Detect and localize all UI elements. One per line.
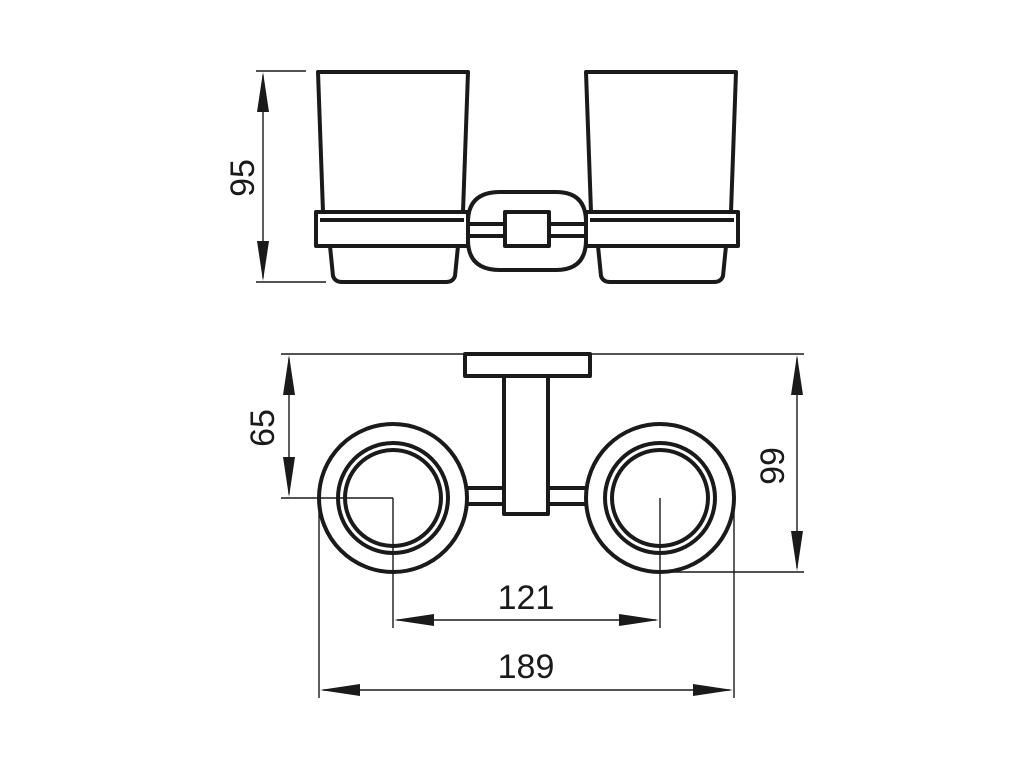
wall-mount-top <box>463 352 592 516</box>
dimension-label-95: 95 <box>224 159 262 197</box>
dimension-label-65: 65 <box>244 409 282 447</box>
wall-mount-front <box>466 190 588 272</box>
front-view: 95 <box>224 70 740 284</box>
dimension-95: 95 <box>224 70 326 283</box>
dimension-65: 65 <box>244 353 465 499</box>
dimension-label-189: 189 <box>498 648 555 686</box>
left-cup <box>314 70 470 284</box>
dimension-189: 189 <box>318 500 735 698</box>
dimension-label-99: 99 <box>754 447 792 485</box>
dimension-label-121: 121 <box>498 579 555 617</box>
right-cup <box>584 70 740 284</box>
top-view: 65 99 121 189 <box>244 352 804 698</box>
dimension-99: 99 <box>590 353 804 573</box>
dimension-121: 121 <box>392 498 661 628</box>
